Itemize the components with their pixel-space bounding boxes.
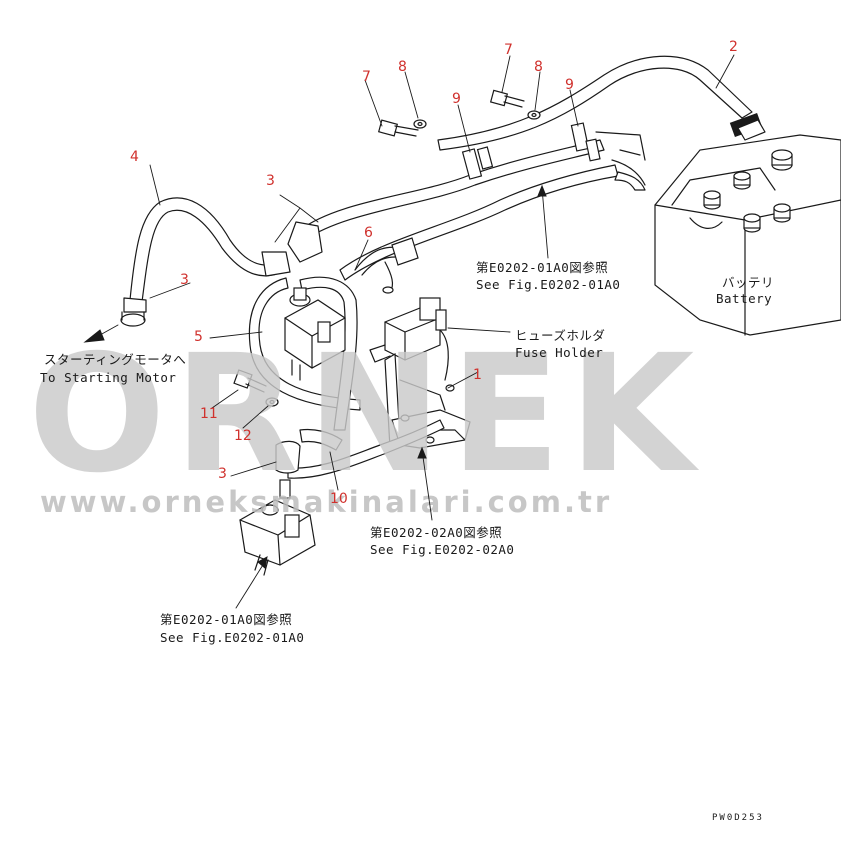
starting-motor-label-en: To Starting Motor (40, 370, 176, 385)
fuse-holder (369, 297, 449, 381)
starting-motor-label-jp: スターティングモータへ (44, 352, 186, 367)
callout-7: 7 (362, 69, 371, 85)
callout-7: 7 (504, 42, 513, 58)
watermark-brand: ORNEK (28, 321, 702, 509)
note-labels: スターティングモータへ To Starting Motor ヒューズホルダ Fu… (40, 260, 774, 823)
battery-label-jp: バッテリ (722, 275, 774, 290)
figure-reference-en: See Fig.E0202-01A0 (160, 630, 304, 645)
bolt (377, 89, 525, 137)
figure-reference-en: See Fig.E0202-02A0 (370, 542, 514, 557)
figure-reference-jp: 第E0202-01A0図参照 (160, 612, 292, 627)
callout-9: 9 (452, 91, 461, 107)
starter-cable (120, 197, 291, 327)
fuse-holder-label-en: Fuse Holder (515, 345, 603, 360)
battery-label-en: Battery (716, 291, 772, 306)
battery (654, 134, 841, 336)
ground-cable (275, 419, 445, 479)
connector (382, 237, 419, 294)
starter-relay (239, 479, 316, 576)
callout-3: 3 (180, 272, 189, 288)
figure-reference-jp: 第E0202-01A0図参照 (476, 260, 608, 275)
fuse-holder-label-jp: ヒューズホルダ (515, 328, 605, 343)
figure-reference-en: See Fig.E0202-01A0 (476, 277, 620, 292)
callout-3: 3 (266, 173, 275, 189)
callout-11: 11 (200, 406, 218, 422)
callout-12: 12 (234, 428, 252, 444)
washer (413, 110, 541, 129)
upper-cable-bundle (287, 131, 646, 281)
callout-6: 6 (364, 225, 373, 241)
callout-9: 9 (565, 77, 574, 93)
callout-8: 8 (534, 59, 543, 75)
callout-8: 8 (398, 59, 407, 75)
callout-5: 5 (194, 329, 203, 345)
battery-relay (284, 287, 346, 381)
callout-3: 3 (218, 466, 227, 482)
clamp (461, 122, 601, 180)
washer (265, 397, 279, 407)
callout-2: 2 (729, 39, 738, 55)
bolt (233, 369, 267, 393)
callout-1: 1 (473, 367, 482, 383)
battery-cable (437, 55, 766, 151)
leader-lines (83, 54, 735, 609)
watermark: ORNEK www.orneksmakinalari.com.tr (28, 321, 702, 519)
drawing-code: PW0D253 (712, 813, 764, 823)
callout-10: 10 (330, 491, 348, 507)
watermark-url: www.orneksmakinalari.com.tr (40, 485, 612, 519)
callout-4: 4 (130, 149, 139, 165)
callout-numbers: 1 2 3 3 3 4 5 6 7 7 8 8 9 9 10 11 12 (130, 39, 738, 507)
figure-reference-jp: 第E0202-02A0図参照 (370, 525, 502, 540)
